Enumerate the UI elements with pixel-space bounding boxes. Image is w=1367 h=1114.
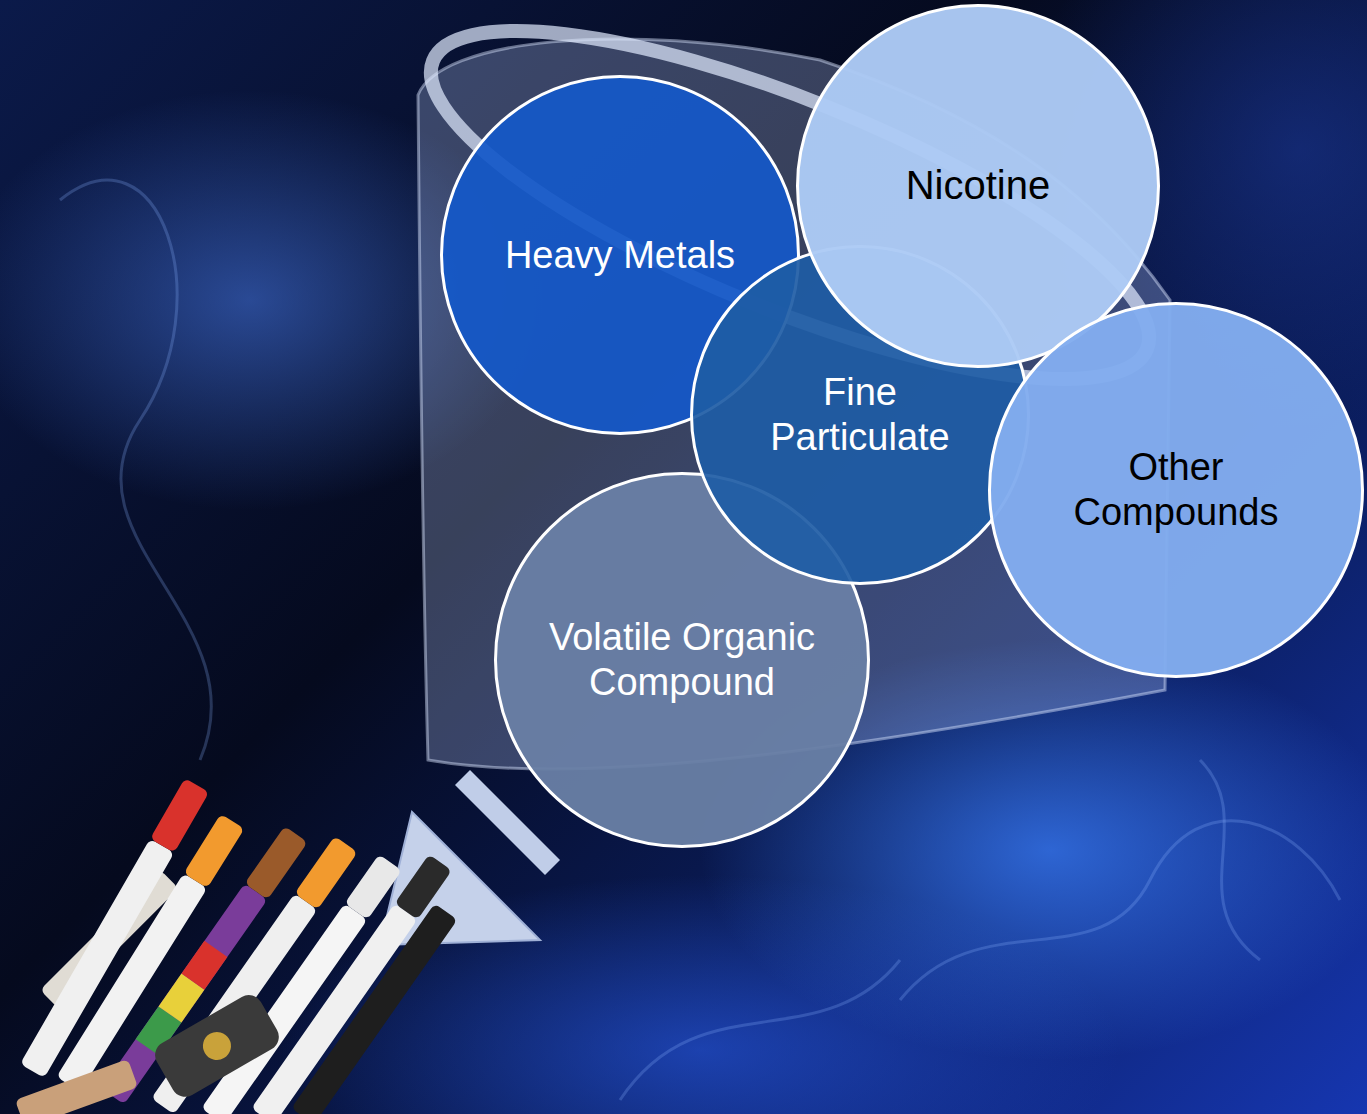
ecig-cartridge [15,1059,138,1114]
smoke-wisp [620,960,900,1100]
ecig-charger [150,990,284,1102]
ecig [291,904,457,1114]
node-label: Nicotine [842,162,1115,209]
circle-outline [990,304,1363,677]
circle-node: Other Compounds [988,302,1364,678]
circle-outline [798,6,1159,367]
ecig-charger-port [198,1027,236,1065]
node-label: Fine Particulate [733,370,988,460]
node-label: Heavy Metals [485,233,755,278]
circle-node: Nicotine [796,4,1160,368]
smoke-wisp [900,821,1340,1000]
node-label: Other Compounds [1035,445,1317,535]
circle-shape [988,302,1364,678]
node-label: Volatile Organic Compound [541,615,823,705]
circle-outline [692,247,1029,584]
ecig-tip [150,778,209,853]
e-cigarettes [15,778,458,1114]
ecig-tip [184,814,245,888]
circle-outline [496,474,869,847]
smoke-wisp [1200,760,1260,960]
ecig-band [181,941,227,990]
smoke-wisp [60,180,211,760]
